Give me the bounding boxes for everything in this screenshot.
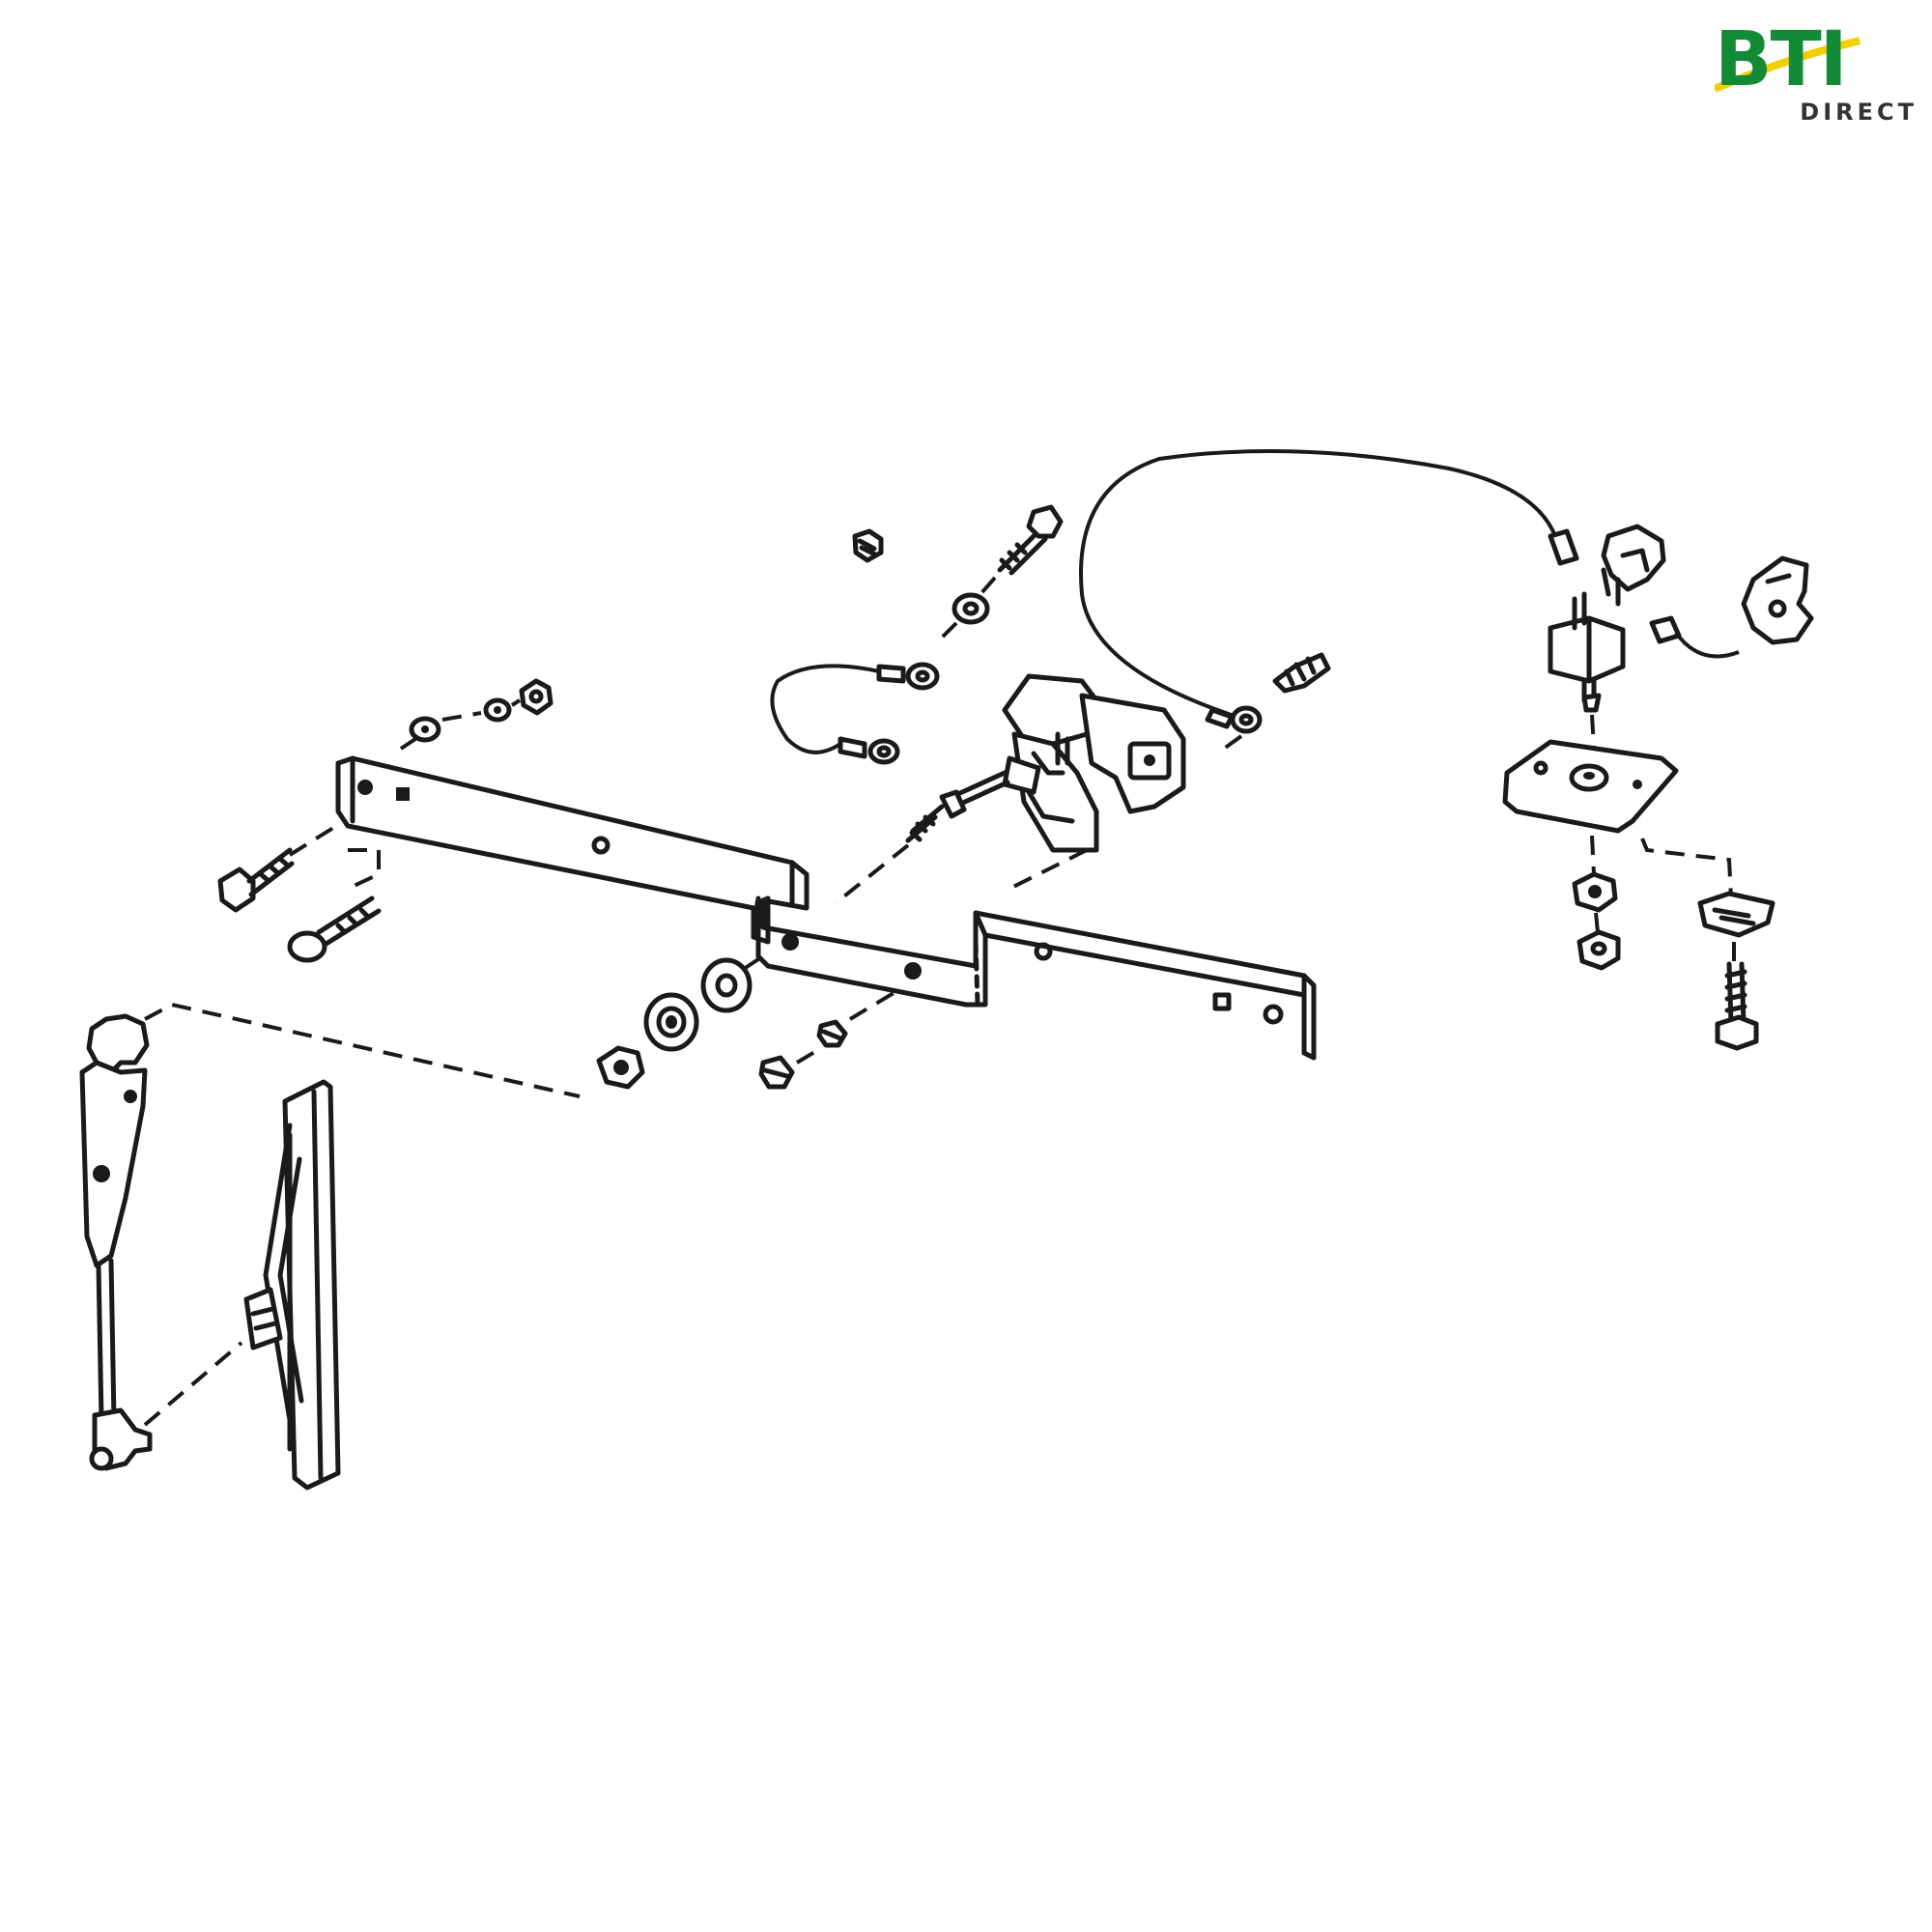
mounting-bracket	[335, 755, 1317, 1061]
switch-nut-2	[1577, 929, 1621, 971]
logo-swoosh-icon	[1715, 37, 1861, 93]
tapping-screw	[1715, 1014, 1759, 1051]
hex-nut-1	[519, 678, 554, 716]
bracket-hole-2	[591, 836, 611, 855]
bracket-slot-1	[396, 787, 410, 801]
bracket-hole-5	[1034, 942, 1053, 961]
wire-connector	[1649, 615, 1682, 644]
bracket-hole-1	[357, 780, 373, 795]
logo-text: BTI	[1715, 16, 1848, 103]
bti-direct-logo: BTI DIRECT	[1715, 21, 1918, 128]
flat-washer-2	[952, 592, 990, 625]
ground-wire-long	[1079, 449, 1579, 755]
carriage-bolt	[287, 895, 382, 963]
hex-bolt	[217, 847, 295, 913]
bracket-hole-6	[1263, 1004, 1284, 1025]
bracket-hole-3	[781, 933, 799, 951]
logo-subtext: DIRECT	[1800, 99, 1918, 126]
bracket-hole-4	[904, 962, 922, 980]
wiper-blade	[143, 1079, 341, 1491]
flat-washer-3	[700, 957, 753, 1013]
switch-plate-hardware	[1572, 871, 1776, 1051]
wiper-arm	[79, 1002, 581, 1471]
motor-mount-hardware	[852, 504, 1064, 639]
switch-mounting-plate	[1502, 739, 1733, 899]
switch-knob	[1601, 524, 1666, 592]
bracket-slot-2	[1212, 992, 1232, 1011]
ground-wire-short	[770, 662, 940, 765]
wiper-motor	[834, 673, 1186, 905]
cap-screw-1	[1026, 504, 1064, 539]
bracket-left-hardware	[217, 678, 554, 963]
pivot-hardware	[596, 957, 900, 1090]
wiper-switch-assembly	[1548, 524, 1814, 750]
